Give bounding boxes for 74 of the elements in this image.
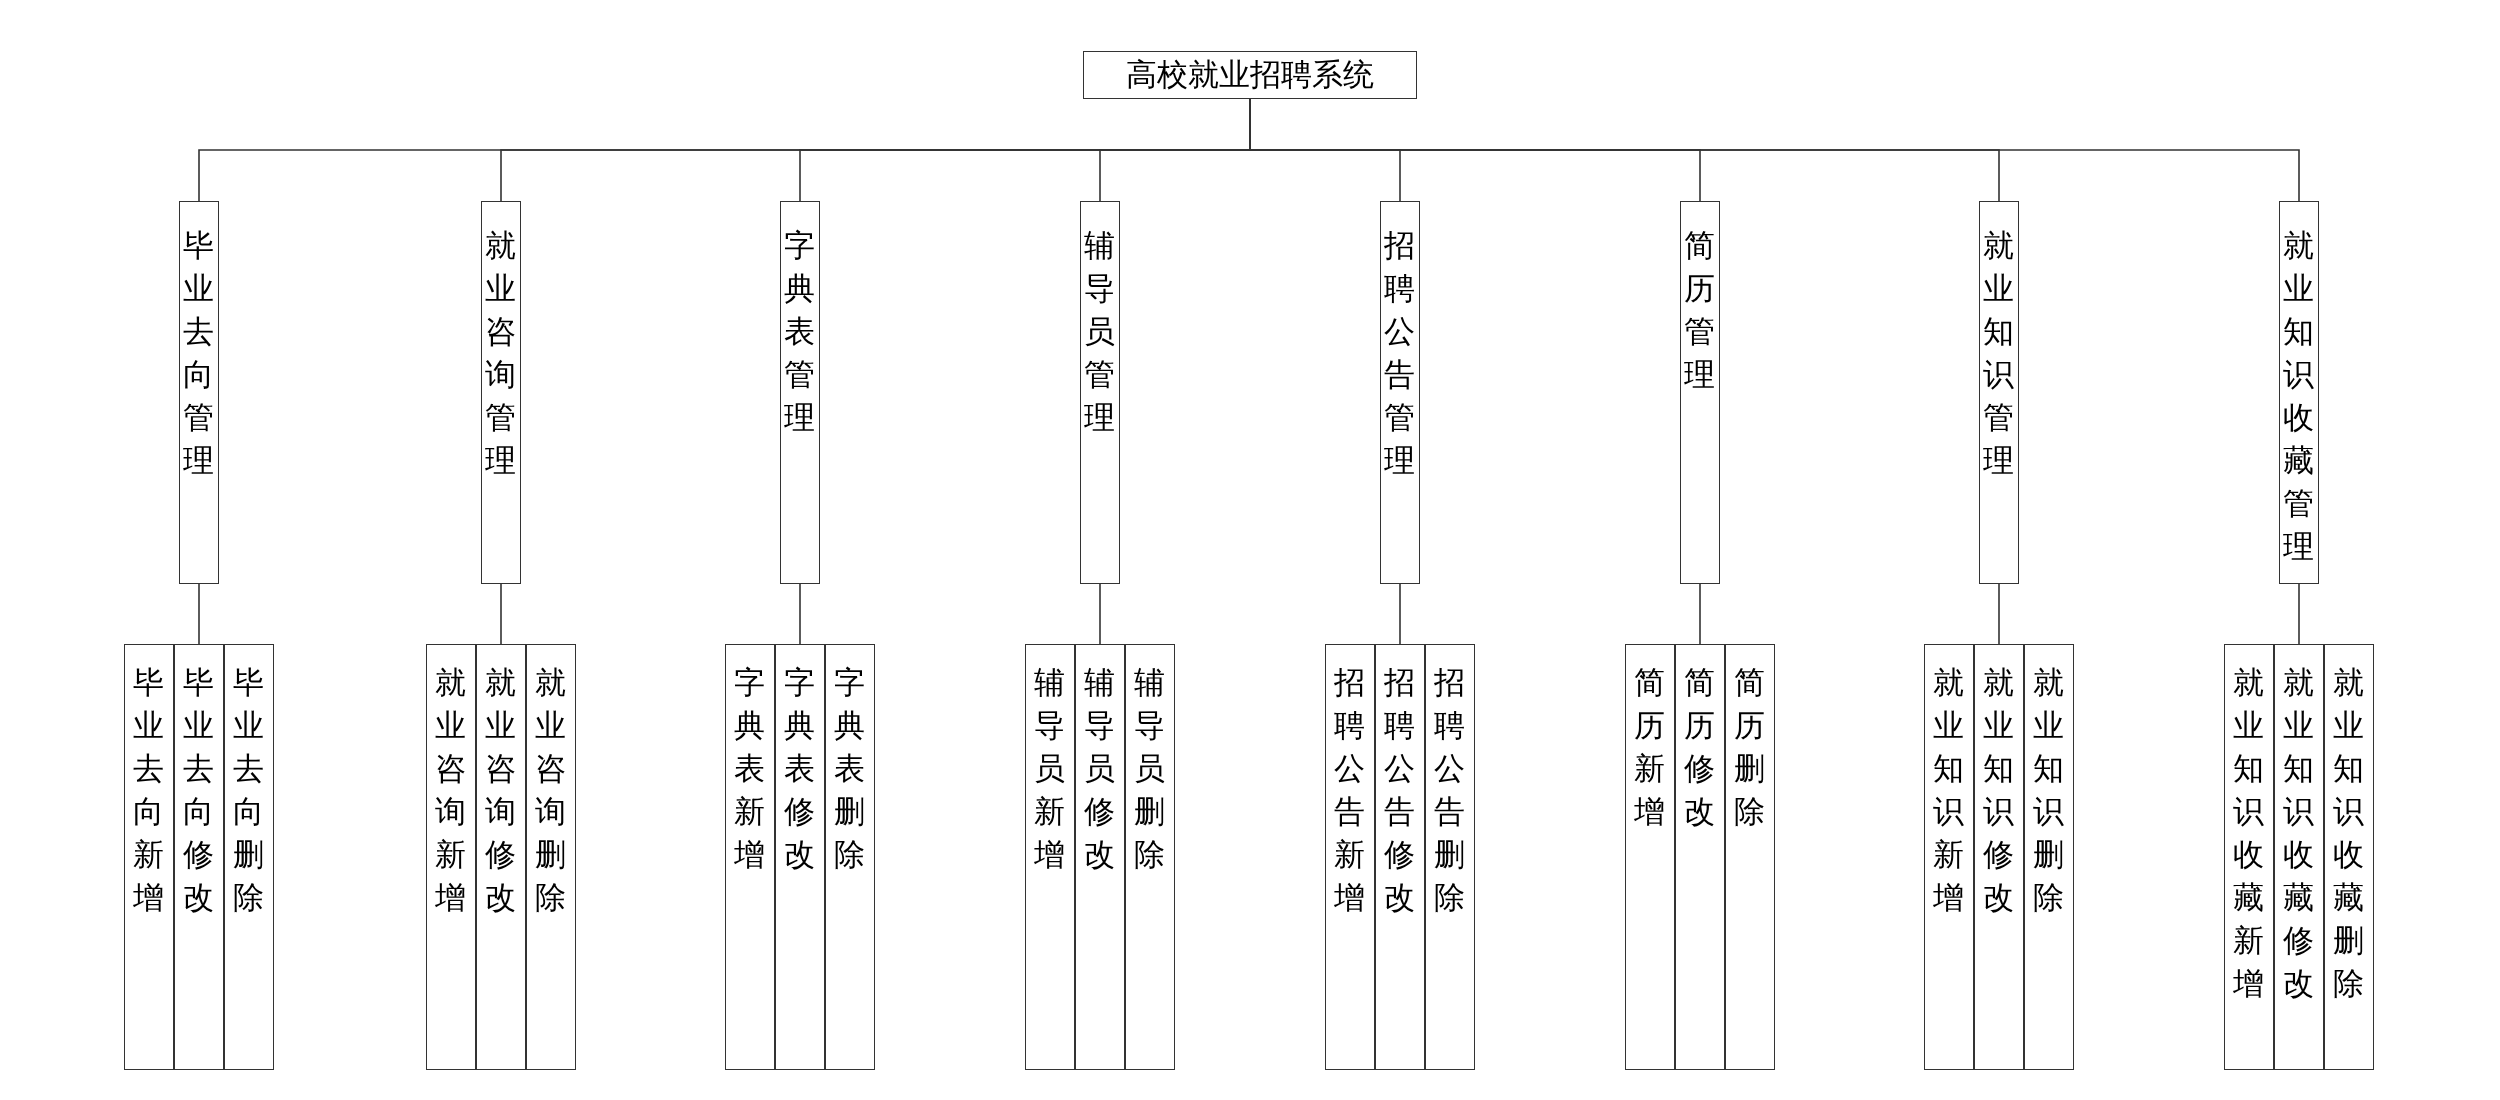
module-label: 简历管理 — [1683, 226, 1715, 394]
function-label: 招聘公告删除 — [1433, 663, 1465, 917]
function-label: 就业咨询删除 — [534, 663, 566, 917]
function-box — [825, 644, 875, 1070]
system-title: 高校就业招聘系统 — [1125, 59, 1375, 90]
function-label: 辅导员删除 — [1133, 663, 1165, 874]
function-label: 就业知识收藏新增 — [2232, 663, 2264, 1003]
function-label: 就业咨询新增 — [434, 663, 466, 917]
function-box — [1725, 644, 1775, 1070]
module-box — [1979, 201, 2019, 584]
function-label: 辅导员新增 — [1033, 663, 1065, 874]
module-label: 就业知识管理 — [1982, 226, 2014, 480]
function-label: 毕业去向新增 — [132, 663, 164, 917]
function-box — [775, 644, 825, 1070]
function-label: 就业知识收藏修改 — [2282, 663, 2314, 1003]
function-box — [1425, 644, 1475, 1070]
module-box — [2279, 201, 2319, 584]
module-label: 就业咨询管理 — [484, 226, 516, 480]
function-label: 辅导员修改 — [1083, 663, 1115, 874]
module-box — [1080, 201, 1120, 584]
function-box — [1974, 644, 2024, 1070]
connector-line — [198, 583, 200, 645]
function-label: 简历新增 — [1633, 663, 1665, 831]
function-label: 就业知识新增 — [1932, 663, 1964, 917]
module-label: 辅导员管理 — [1083, 226, 1115, 437]
function-box — [476, 644, 526, 1070]
function-box — [1924, 644, 1974, 1070]
module-label: 毕业去向管理 — [182, 226, 214, 480]
connector-line — [799, 583, 801, 645]
function-label: 字典表新增 — [733, 663, 765, 874]
title-box — [1083, 51, 1417, 99]
module-label: 就业知识收藏管理 — [2282, 226, 2314, 566]
function-label: 就业知识修改 — [1982, 663, 2014, 917]
connector-line — [1998, 583, 2000, 645]
function-box — [2224, 644, 2274, 1070]
function-box — [174, 644, 224, 1070]
function-box — [2274, 644, 2324, 1070]
function-box — [2324, 644, 2374, 1070]
function-box — [725, 644, 775, 1070]
module-box — [1380, 201, 1420, 584]
function-label: 毕业去向删除 — [232, 663, 264, 917]
function-box — [1625, 644, 1675, 1070]
function-box — [2024, 644, 2074, 1070]
module-label: 字典表管理 — [783, 226, 815, 437]
function-box — [526, 644, 576, 1070]
connector-line — [2298, 583, 2300, 645]
function-box — [426, 644, 476, 1070]
function-label: 简历删除 — [1733, 663, 1765, 831]
function-box — [124, 644, 174, 1070]
module-box — [481, 201, 521, 584]
function-label: 字典表修改 — [783, 663, 815, 874]
function-box — [1025, 644, 1075, 1070]
connector-line — [1399, 583, 1401, 645]
function-box — [1675, 644, 1725, 1070]
function-label: 毕业去向修改 — [182, 663, 214, 917]
module-box — [1680, 201, 1720, 584]
connector-line — [500, 583, 502, 645]
connector-line — [1099, 583, 1101, 645]
function-label: 就业知识收藏删除 — [2332, 663, 2364, 1003]
function-label: 就业咨询修改 — [484, 663, 516, 917]
function-label: 招聘公告新增 — [1333, 663, 1365, 917]
module-box — [179, 201, 219, 584]
function-label: 简历修改 — [1683, 663, 1715, 831]
module-label: 招聘公告管理 — [1383, 226, 1415, 480]
module-box — [780, 201, 820, 584]
function-label: 就业知识删除 — [2032, 663, 2064, 917]
function-box — [1075, 644, 1125, 1070]
function-label: 字典表删除 — [833, 663, 865, 874]
function-label: 招聘公告修改 — [1383, 663, 1415, 917]
connector-line — [1699, 583, 1701, 645]
function-box — [224, 644, 274, 1070]
function-box — [1325, 644, 1375, 1070]
function-box — [1125, 644, 1175, 1070]
function-box — [1375, 644, 1425, 1070]
